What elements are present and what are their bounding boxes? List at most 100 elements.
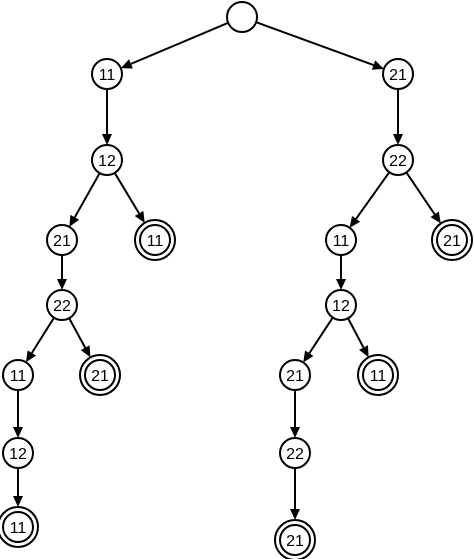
- arrowhead-icon: [336, 279, 346, 290]
- node-label: 22: [53, 298, 71, 315]
- tree-node: 22: [382, 144, 414, 176]
- node-label: 22: [286, 446, 304, 463]
- edge: [290, 468, 300, 520]
- tree-node: 21: [279, 359, 311, 391]
- node-label: 21: [286, 368, 304, 385]
- node-circle: [325, 289, 357, 321]
- edge: [336, 255, 346, 290]
- node-circle: [226, 1, 258, 33]
- node-circle: [46, 224, 78, 256]
- edge-line: [255, 21, 374, 67]
- node-circle: [46, 289, 78, 321]
- final-ring: [134, 219, 176, 261]
- node-circle: [436, 224, 468, 256]
- node-circle: [325, 224, 357, 256]
- root-node: [226, 1, 258, 33]
- node-circle: [84, 359, 116, 391]
- node-circle: [139, 224, 171, 256]
- edge-line: [130, 21, 229, 65]
- node-circle: [382, 58, 414, 90]
- tree-node: 22: [46, 289, 78, 321]
- arrowhead-icon: [57, 279, 67, 290]
- arrowhead-icon: [290, 509, 300, 520]
- node-circle: [362, 359, 394, 391]
- node-label: 11: [99, 67, 116, 84]
- arrowhead-icon: [290, 427, 300, 438]
- node-label: 21: [443, 233, 461, 250]
- node-label: 21: [389, 67, 407, 84]
- edge-line: [347, 317, 365, 349]
- node-circle: [2, 359, 34, 391]
- edge: [13, 390, 23, 438]
- edge-line: [355, 171, 391, 220]
- arrowhead-icon: [69, 214, 80, 227]
- arrowhead-icon: [80, 345, 91, 358]
- node-circle: [279, 437, 311, 469]
- tree-node: 11: [325, 224, 357, 256]
- tree-node: 12: [91, 144, 123, 176]
- node-circle: [91, 144, 123, 176]
- tree-node: 12: [2, 437, 34, 469]
- arrowhead-icon: [13, 427, 23, 438]
- node-label: 11: [370, 368, 387, 385]
- edge: [349, 171, 391, 228]
- arrowhead-icon: [134, 210, 145, 223]
- edge-line: [30, 317, 55, 354]
- edge: [102, 89, 112, 145]
- tree-node: 21: [382, 58, 414, 90]
- edge-line: [73, 172, 101, 218]
- final-ring: [79, 354, 121, 396]
- node-label: 12: [332, 298, 350, 315]
- node-circle: [279, 524, 311, 556]
- edge: [405, 171, 441, 224]
- edge: [347, 317, 369, 358]
- arrowhead-icon: [13, 496, 23, 507]
- final-ring: [274, 519, 316, 559]
- arrowhead-icon: [303, 350, 314, 363]
- edge-line: [405, 171, 436, 215]
- tree-node: 12: [325, 289, 357, 321]
- node-label: 12: [9, 446, 27, 463]
- arrowhead-icon: [371, 60, 384, 70]
- node-circle: [382, 144, 414, 176]
- edge-line: [308, 316, 334, 354]
- node-label: 11: [10, 520, 27, 537]
- node-label: 11: [333, 233, 350, 250]
- node-circle: [2, 437, 34, 469]
- edge: [255, 21, 384, 70]
- arrowhead-icon: [430, 211, 441, 224]
- final-ring: [0, 506, 39, 548]
- edge: [303, 316, 334, 363]
- final-node: 21: [431, 219, 473, 261]
- edges-layer: [13, 21, 441, 520]
- edge-line: [113, 172, 140, 214]
- node-circle: [279, 359, 311, 391]
- node-label: 21: [91, 368, 109, 385]
- node-circle: [2, 511, 34, 543]
- edge: [113, 172, 145, 223]
- arrowhead-icon: [359, 345, 369, 358]
- node-label: 21: [286, 533, 304, 550]
- arrowhead-icon: [102, 134, 112, 145]
- arrowhead-icon: [25, 350, 37, 363]
- edge-line: [68, 317, 87, 349]
- edge: [69, 172, 101, 227]
- node-circle: [91, 58, 123, 90]
- node-label: 12: [98, 153, 116, 170]
- edge: [13, 468, 23, 507]
- edge: [393, 89, 403, 145]
- node-label: 21: [53, 233, 71, 250]
- edge: [68, 317, 91, 358]
- node-label: 11: [147, 233, 164, 250]
- final-node: 21: [79, 354, 121, 396]
- edge: [290, 390, 300, 438]
- final-node: 11: [0, 506, 39, 548]
- final-ring: [357, 354, 399, 396]
- final-node: 11: [357, 354, 399, 396]
- edge: [120, 21, 229, 69]
- tree-node: 11: [2, 359, 34, 391]
- edge: [57, 255, 67, 290]
- arrowhead-icon: [120, 59, 133, 69]
